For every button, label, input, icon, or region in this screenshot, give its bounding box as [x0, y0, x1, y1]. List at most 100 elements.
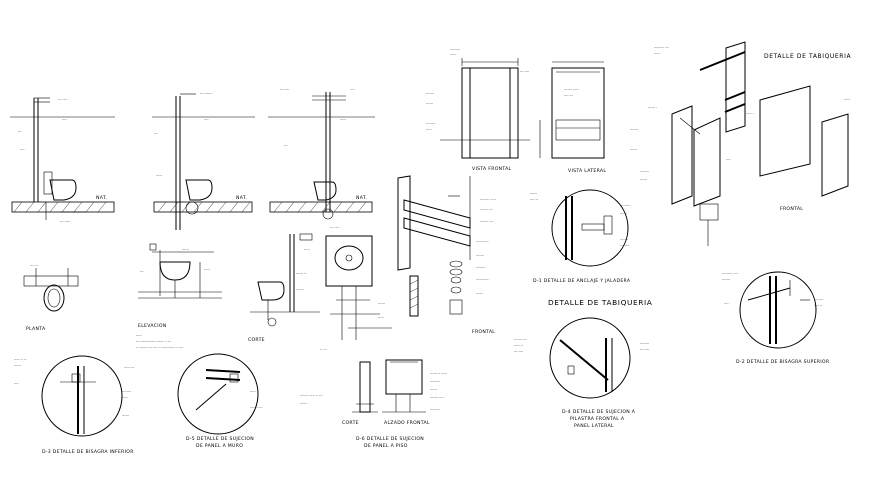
- svg-text:--------: --------: [814, 297, 823, 301]
- planta-label: PLANTA: [26, 326, 46, 332]
- svg-text:------: ------: [300, 401, 307, 405]
- svg-text:--- ----: --- ----: [640, 347, 649, 351]
- svg-text:-- ------- --- ---- -- -------: -- ------- --- ---- -- ----------- -- --…: [136, 345, 183, 349]
- detail-d2: --------- ---- ------- -------- ---- -- --…: [722, 271, 830, 365]
- partition-hardware-exploded: -------- ----- ------- --- ------- ---- …: [397, 175, 496, 335]
- svg-text:------: ------: [122, 413, 129, 417]
- svg-text:--------- ----: --------- ----: [722, 271, 738, 275]
- svg-text:---------: ---------: [430, 407, 440, 411]
- svg-text:-------: -------: [426, 91, 434, 95]
- svg-text:-----: -----: [304, 247, 310, 251]
- elevacion-drawing: ------ ----- --- ELEVACION ----- --- ---…: [136, 243, 222, 349]
- d6-caption-line1: D-6 DETALLE DE SUJECION: [356, 436, 424, 442]
- svg-text:------: ------: [640, 177, 647, 181]
- svg-text:--- ----: --- ----: [330, 225, 339, 229]
- d1-caption: D-1 DETALLE DE ANCLAJE Y JALADERA: [533, 278, 631, 284]
- svg-text:----: ----: [14, 381, 19, 385]
- svg-text:---- --: ---- --: [814, 303, 822, 307]
- vista-lateral-drawing: ------- ----- ---- --- VISTA LATERAL: [539, 61, 606, 174]
- svg-text:----: ----: [350, 87, 355, 91]
- svg-text:-- ---: -- ---: [320, 347, 327, 351]
- svg-text:-------- -----: -------- -----: [480, 197, 496, 201]
- svg-text:------ -- -----: ------ -- -----: [430, 371, 447, 375]
- svg-text:------- ----: ------- ----: [430, 395, 444, 399]
- svg-text:----- -- --: ----- -- --: [14, 357, 26, 361]
- svg-text:----- ---: ----- ---: [124, 365, 134, 369]
- svg-text:----: ----: [724, 301, 729, 305]
- svg-text:----: ----: [62, 117, 67, 121]
- d4-caption-line3: PANEL LATERAL: [574, 423, 614, 429]
- nat-label-1: NAT.: [96, 195, 107, 201]
- svg-text:-----: -----: [250, 389, 256, 393]
- svg-text:-----: -----: [122, 395, 128, 399]
- svg-text:-----: -----: [844, 97, 850, 101]
- planta-drawing: --- --- PLANTA: [23, 263, 79, 332]
- svg-text:--------: --------: [122, 389, 131, 393]
- corte-mid-label: CORTE: [248, 337, 265, 343]
- svg-text:-----: -----: [378, 315, 384, 319]
- svg-text:-------: -------: [630, 127, 638, 131]
- svg-text:-----------: -----------: [476, 277, 489, 281]
- detail-d6: ------ -- ----- --------- ------ -------…: [300, 359, 447, 449]
- d5-caption-line2: DE PANEL A MURO: [196, 443, 243, 449]
- svg-text:------: ------: [182, 247, 189, 251]
- svg-text:---------: ---------: [620, 203, 630, 207]
- svg-text:------: ------: [476, 291, 483, 295]
- svg-text:-----: -----: [654, 51, 660, 55]
- vista-lateral-label: VISTA LATERAL: [568, 168, 606, 174]
- d3-caption: D-3 DETALLE DE BISAGRA INFERIOR: [42, 449, 134, 455]
- svg-text:------- ----: ------- ----: [480, 219, 494, 223]
- svg-text:----- -: ----- -: [746, 111, 754, 115]
- svg-text:------- ----- -- ---: ------- ----- -- ---: [300, 393, 323, 397]
- svg-text:-----: -----: [340, 117, 346, 121]
- svg-text:-----------: -----------: [476, 239, 489, 243]
- svg-text:------: ------: [620, 211, 627, 215]
- svg-text:--- ---: --- ---: [30, 263, 38, 267]
- svg-text:--- -----: --- -----: [60, 219, 70, 223]
- svg-text:---: ---: [18, 129, 21, 133]
- svg-text:--- ------------- ------ -- --: --- ------------- ------ -- ---: [136, 339, 171, 343]
- toilet-section-1: --- --- ---- ---- ---- NAT. --- -----: [10, 97, 115, 223]
- corte-bottom-label: CORTE: [342, 420, 359, 426]
- svg-text:--------: --------: [476, 265, 485, 269]
- nat-label-3: NAT.: [356, 195, 367, 201]
- svg-text:-----: -----: [204, 267, 210, 271]
- svg-text:----: ----: [204, 117, 209, 121]
- toilet-section-2: --- ------- ---- --- ----- NAT.: [152, 91, 255, 230]
- svg-text:---------: ---------: [430, 379, 440, 383]
- svg-text:-------: -------: [296, 287, 304, 291]
- svg-text:-----: -----: [426, 127, 432, 131]
- svg-text:--- ----: --- ----: [520, 69, 529, 73]
- svg-text:------ --: ------ --: [296, 271, 306, 275]
- svg-text:-----: -----: [156, 173, 162, 177]
- detail-d4: DETALLE DE TABIQUERIA ------- --- ----- -…: [514, 298, 652, 429]
- svg-text:---- -- ---: ---- -- ---: [250, 405, 262, 409]
- svg-text:------ -: ------ -: [648, 105, 657, 109]
- svg-text:------- ---: ------- ---: [514, 337, 527, 341]
- svg-text:-------: -------: [620, 237, 628, 241]
- d2-caption: D-2 DETALLE DE BISAGRA SUPERIOR: [736, 359, 830, 365]
- d5-caption-line1: D-5 DETALLE DE SUJECION: [186, 436, 254, 442]
- svg-text:-------: -------: [476, 253, 484, 257]
- svg-text:-------: -------: [722, 277, 730, 281]
- d6-caption-line2: DE PANEL A PISO: [364, 443, 408, 449]
- tabiqueria-panels-drawing: DETALLE DE TABIQUERIA --------- --------…: [630, 41, 851, 246]
- svg-text:------: ------: [630, 147, 637, 151]
- svg-text:------: ------: [426, 101, 433, 105]
- frontal-label-right: FRONTAL: [780, 206, 803, 212]
- alzado-frontal-label: ALZADO FRONTAL: [384, 420, 430, 426]
- svg-text:----- --: ----- --: [514, 343, 523, 347]
- detalle-tabiqueria-title-mid: DETALLE DE TABIQUERIA: [548, 298, 652, 307]
- vista-frontal-drawing: -------------- ------------- -----------…: [426, 47, 530, 172]
- svg-text:----: ----: [20, 147, 25, 151]
- svg-text:--------: --------: [620, 243, 629, 247]
- svg-text:---- ---: ---- ---: [564, 93, 573, 97]
- svg-text:------: ------: [14, 363, 21, 367]
- svg-text:--------- ---: --------- ---: [654, 45, 669, 49]
- elevacion-label: ELEVACION: [138, 323, 167, 329]
- svg-text:---: ---: [140, 269, 143, 273]
- nat-label-2: NAT.: [236, 195, 247, 201]
- detail-d3: ----- -- -------- ---- ------------- ---…: [14, 355, 134, 455]
- svg-text:--- ----: --- ----: [280, 87, 289, 91]
- d4-caption-line1: D-4 DETALLE DE SUJECION A: [562, 409, 636, 415]
